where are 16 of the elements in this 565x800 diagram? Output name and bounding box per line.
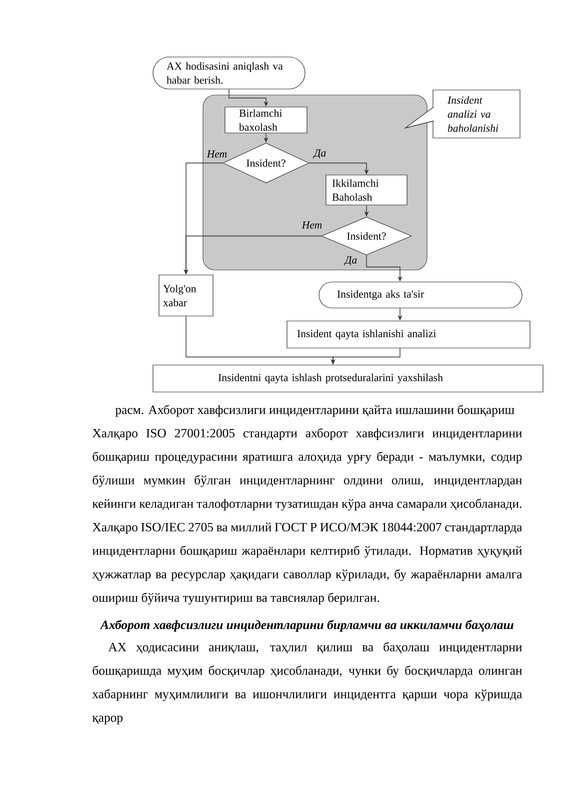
edge-label: Да (313, 149, 326, 159)
figure-caption: расм. Ахборот хавфсизлиги инцидентларини қайта ишлашини бошқариш (115, 404, 514, 417)
process-box: Insidentni qayta ishlash protseduralarini yaxshilash (152, 364, 544, 392)
terminal-box: Insidentga aks ta'sir (318, 282, 522, 308)
terminal-box: AX hodisasini aniqlash va habar berish. (152, 56, 306, 90)
edge-label: Нет (302, 221, 322, 229)
callout-box: Insident analizi va baholanishi (432, 90, 520, 138)
body-paragraph: Халқаро ISO 27001:2005 стандарти ахборот хавфсизлиги инцидентларини бошқариш процедурасини яратишга алоҳида урғу беради - маълумки, содир бўлиши мумкин бўлган инцидентларнинг олдини олиш, инцидентлардан кейинги келадиган талофотларни тузатишдан кўра анча самарали ҳисобланади. Халқаро ISO/IEC 2705 ва миллий ГОСТ Р ИСО/МЭК 18044:2007 стандартларда инцидентларни бошқариш жараёнлари келтириб ўтилади. Норматив ҳуқуқий ҳужжатлар ва ресурслар ҳақидаги саволлар кўрилади, бу жараёнларни амалга ошириш бўйича тушунтириш ва тавсиялар берилган. (92, 428, 522, 605)
process-box: Ikkilamchi Baholash (326, 174, 408, 206)
process-box: Insident qayta ishlanishi analizi (286, 320, 530, 348)
process-box: Yolg'on xabar (158, 274, 214, 316)
edge-label: Да (344, 256, 357, 266)
section-heading: Ахборот хавфсизлиги инцидентларини бирламчи ва иккиламчи баҳолаш (100, 620, 514, 632)
callout-pointer (404, 106, 434, 129)
process-box: Birlamchi baxolash (224, 106, 308, 134)
body-paragraph: АХ ҳодисасини аниқлаш, таҳлил қилиш ва баҳолаш инцидентларни бошқаришда муҳим босқичлар ҳисобланади, чунки бу босқичларда олинган хабарнинг муҳимлилиги ва ишончлилиги инцидентга қарши чора кўришда қарор (92, 642, 522, 724)
